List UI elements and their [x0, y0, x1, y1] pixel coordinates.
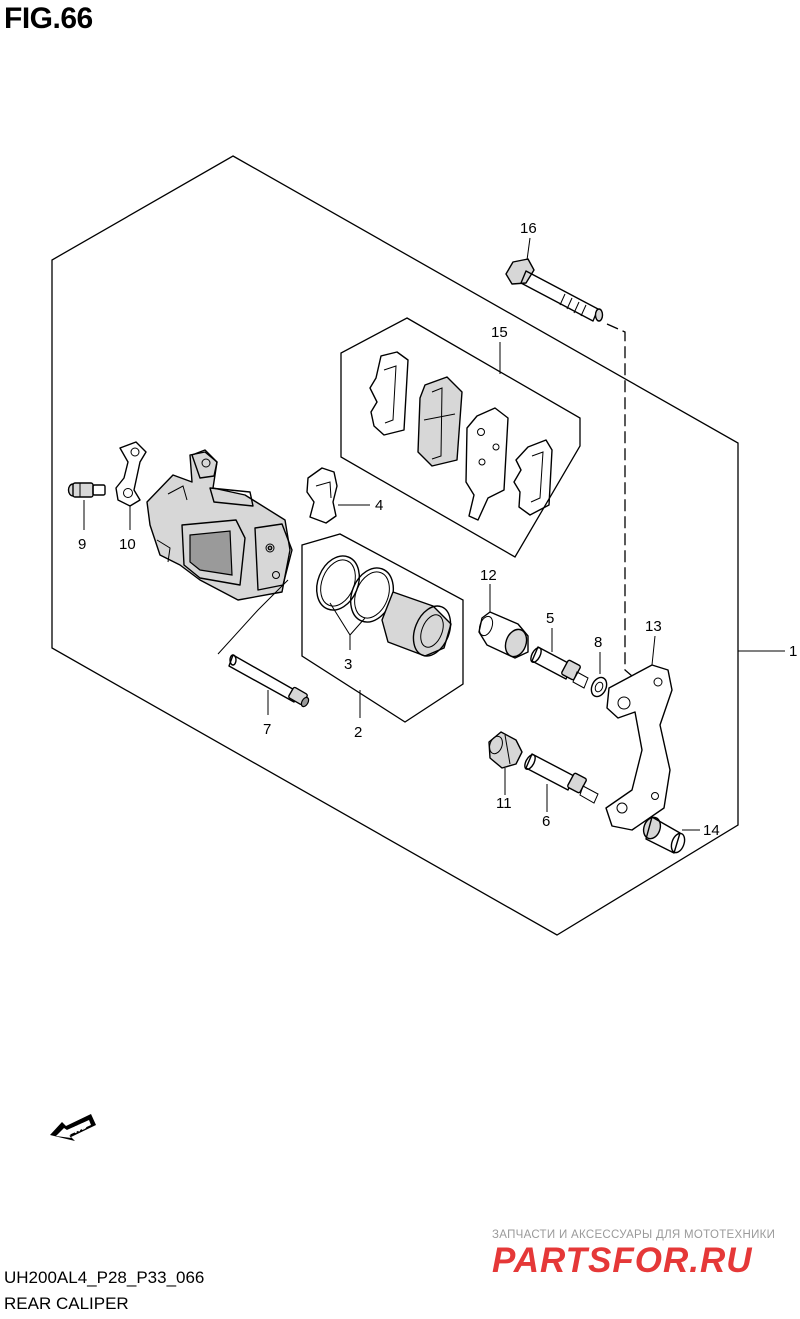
callout-4: 4	[375, 497, 383, 514]
sleeve-boot-part-12[interactable]	[477, 611, 530, 660]
pin-part-7[interactable]	[228, 654, 310, 708]
callout-11: 11	[496, 795, 512, 812]
fwd-arrow-icon: FWD	[50, 1114, 96, 1141]
diagram-code: UH200AL4_P28_P33_066	[4, 1268, 205, 1287]
callout-6: 6	[542, 813, 550, 830]
bushing-part-14[interactable]	[641, 815, 687, 855]
leader-16	[526, 237, 531, 261]
callout-9: 9	[78, 536, 86, 553]
figure-title: FIG.66	[4, 2, 93, 35]
brake-pads-part-15[interactable]	[369, 351, 553, 521]
pad-spring-part-4[interactable]	[306, 467, 338, 524]
callout-3: 3	[344, 656, 352, 673]
dashed-leader-bolt	[606, 323, 633, 677]
dashed-leader-caliper	[217, 579, 289, 655]
piston[interactable]	[381, 591, 458, 661]
caliper-bracket-part-13[interactable]	[605, 664, 673, 831]
callout-5: 5	[546, 610, 554, 627]
leader-13	[651, 635, 656, 666]
callout-12: 12	[480, 567, 497, 584]
callout-2: 2	[354, 724, 362, 741]
watermark-logo: PARTSFOR.RU	[492, 1241, 753, 1280]
bleeder-cap-part-10[interactable]	[115, 441, 147, 507]
caliper-body[interactable]	[146, 449, 293, 601]
callout-13: 13	[645, 618, 662, 635]
washer-part-8[interactable]	[588, 675, 609, 699]
bolt-part-16[interactable]	[505, 258, 604, 322]
callout-15: 15	[491, 324, 508, 341]
piston-set-box	[301, 533, 464, 723]
callout-16: 16	[520, 220, 537, 237]
boot-part-11[interactable]	[487, 731, 523, 769]
leader-3	[329, 602, 366, 636]
callout-10: 10	[119, 536, 136, 553]
bleeder-valve-part-9[interactable]	[67, 482, 106, 498]
watermark-tagline: ЗАПЧАСТИ И АКСЕССУАРЫ ДЛЯ МОТОТЕХНИКИ	[492, 1229, 775, 1241]
callout-7: 7	[263, 721, 271, 738]
slide-pin-part-5[interactable]	[529, 646, 589, 689]
callout-8: 8	[594, 634, 602, 651]
diagram-name: REAR CALIPER	[4, 1294, 129, 1313]
assembly-frame	[51, 155, 739, 936]
callout-14: 14	[703, 822, 720, 839]
slide-pin-part-6[interactable]	[523, 753, 599, 804]
callout-1: 1	[789, 643, 797, 660]
pad-set-box	[340, 317, 581, 558]
fwd-label: FWD	[66, 1120, 89, 1138]
